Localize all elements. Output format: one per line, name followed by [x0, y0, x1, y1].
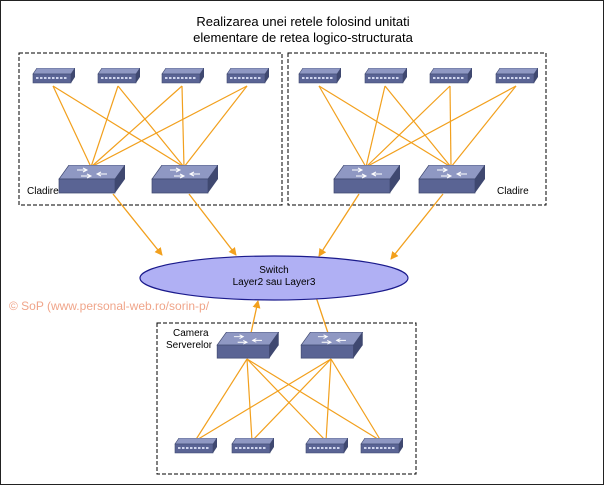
access-switch-icon — [364, 68, 407, 84]
core-switch-sublabel: Layer2 sau Layer3 — [232, 277, 316, 288]
link-line — [365, 85, 451, 168]
building-right-label: Cladire — [497, 186, 529, 197]
server-icon — [174, 438, 217, 454]
core-switch-oval — [139, 255, 409, 301]
core-switch-label: Switch — [259, 265, 289, 276]
link-line — [117, 85, 185, 168]
link-line — [318, 85, 367, 168]
server-switch-icon — [216, 332, 279, 359]
link-line — [90, 85, 248, 168]
diagram-title-line2: elementare de retea logico-structurata — [193, 30, 413, 45]
server-room-boundary — [156, 322, 417, 475]
link-line — [246, 358, 327, 442]
distribution-switch-icon — [333, 165, 400, 194]
access-switch-icon — [226, 68, 269, 84]
uplink-arrow — [112, 193, 163, 256]
server-icon — [360, 438, 403, 454]
access-switch-icon — [32, 68, 75, 84]
distribution-switch-icon — [418, 165, 485, 194]
uplink-arrow — [188, 193, 237, 256]
building-left-label: Cladire — [27, 186, 59, 197]
link-line — [52, 85, 92, 168]
link-line — [318, 85, 452, 168]
link-line — [90, 85, 183, 168]
server-icon — [305, 438, 348, 454]
server-icon — [231, 438, 274, 454]
link-line — [325, 358, 332, 442]
link-line — [251, 358, 332, 442]
building-right-boundary — [287, 52, 547, 206]
link-line — [365, 85, 386, 168]
access-switch-icon — [161, 68, 204, 84]
link-line — [449, 85, 452, 168]
uplink-arrow — [390, 193, 444, 260]
link-lines — [52, 85, 517, 442]
distribution-switch-icon — [151, 165, 218, 194]
diagram-title-line1: Realizarea unei retele folosind unitati — [196, 14, 410, 29]
link-line — [384, 85, 452, 168]
building-left-boundary — [18, 52, 283, 206]
link-line — [183, 85, 248, 168]
uplink-arrows — [112, 193, 444, 334]
link-line — [52, 85, 185, 168]
access-switch-icon — [298, 68, 341, 84]
server-room-label-line2: Serverelor — [166, 340, 213, 351]
distribution-switch-icon — [58, 165, 125, 194]
access-switch-icon — [97, 68, 140, 84]
access-switch-icon — [429, 68, 472, 84]
link-line — [330, 358, 382, 442]
link-line — [194, 358, 248, 442]
uplink-arrow — [250, 300, 261, 334]
watermark-text: © SoP (www.personal-web.ro/sorin-p/ — [9, 299, 210, 313]
link-line — [246, 358, 253, 442]
link-line — [246, 358, 382, 442]
link-line — [90, 85, 119, 168]
link-line — [365, 85, 517, 168]
access-switch-icon — [495, 68, 538, 84]
link-line — [181, 85, 185, 168]
server-switch-icon — [300, 332, 363, 359]
link-line — [194, 358, 332, 442]
uplink-arrow — [318, 193, 360, 257]
server-room-label-line1: Camera — [173, 328, 209, 339]
link-line — [450, 85, 517, 168]
